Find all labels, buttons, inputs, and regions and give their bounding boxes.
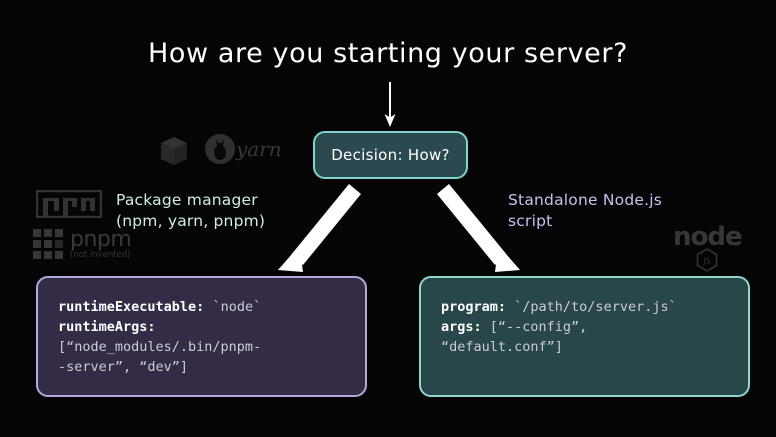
code-value: -server”, “dev”]	[58, 359, 189, 375]
branch-label-left: Package manager (npm, yarn, pnpm)	[116, 191, 266, 230]
arrow-decision-to-left-card	[278, 184, 361, 272]
code-line: program: `/path/to/server.js`	[441, 297, 730, 317]
code-value: “default.conf”]	[441, 339, 563, 355]
branch-label-right: Standalone Node.js script	[508, 191, 663, 230]
pnpm-logo: pnpm (not invented)	[33, 227, 132, 260]
code-key: runtimeArgs:	[58, 319, 156, 335]
pnpm-subtitle: (not invented)	[70, 250, 131, 260]
code-key: args:	[441, 319, 482, 335]
page-title: How are you starting your server?	[147, 38, 629, 69]
arrow-title-to-decision	[384, 82, 396, 127]
node-logo: node JS	[673, 222, 743, 276]
code-value: `/path/to/server.js`	[506, 299, 677, 315]
code-key: program:	[441, 299, 507, 315]
node-js-badge-text: JS	[703, 257, 711, 266]
code-value: [“--config”,	[481, 319, 588, 335]
code-line: -server”, “dev”]	[58, 357, 347, 377]
node-wordmark: node	[673, 222, 743, 252]
code-line: [“node_modules/.bin/pnpm-	[58, 337, 347, 357]
decision-node[interactable]: Decision: How?	[313, 131, 468, 179]
pnpm-grid-icon	[33, 229, 63, 260]
npm-wordmark-icon	[35, 189, 103, 219]
node-js-hexagon-badge-icon: JS	[697, 248, 718, 272]
pnpm-wordmark: pnpm	[70, 227, 132, 252]
npm-logo	[35, 189, 103, 222]
code-line: runtimeExecutable: `node`	[58, 297, 347, 317]
decision-node-label: Decision: How?	[331, 146, 450, 164]
code-value: [“node_modules/.bin/pnpm-	[58, 339, 262, 355]
code-key: runtimeExecutable:	[58, 299, 205, 315]
code-card-package-manager: runtimeExecutable: `node` runtimeArgs: […	[36, 276, 367, 397]
code-line: args: [“--config”,	[441, 317, 730, 337]
code-line: “default.conf”]	[441, 337, 730, 357]
yarn-cat-icon	[205, 134, 235, 164]
code-card-standalone-node: program: `/path/to/server.js` args: [“--…	[419, 276, 750, 397]
code-line: runtimeArgs:	[58, 317, 347, 337]
package-box-icon	[160, 136, 188, 170]
yarn-wordmark: yarn	[236, 137, 282, 161]
yarn-logo: yarn	[204, 133, 282, 165]
code-value: `node`	[204, 299, 262, 315]
